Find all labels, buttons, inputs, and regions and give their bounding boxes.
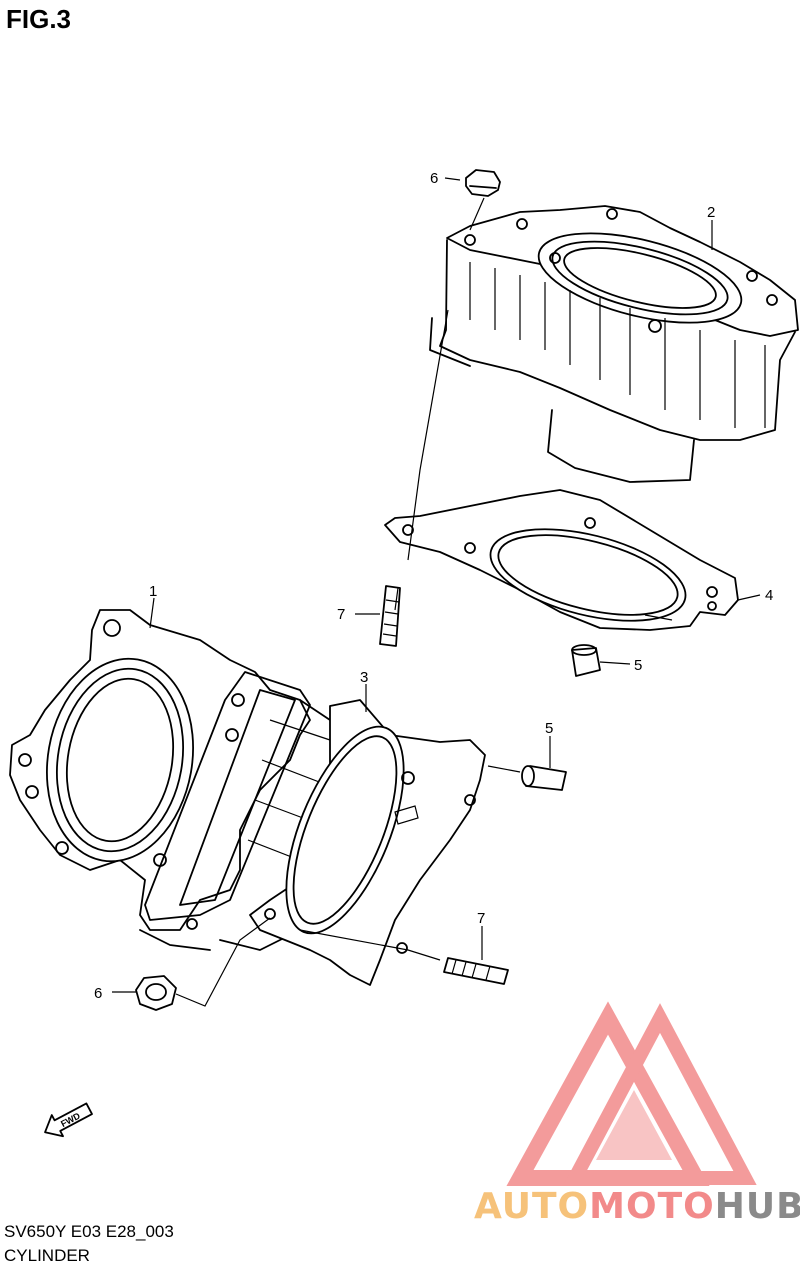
callout-1: 1 — [149, 583, 157, 600]
leader-lines — [112, 177, 761, 1007]
section-name: CYLINDER — [4, 1246, 90, 1265]
callout-4: 4 — [765, 587, 773, 604]
cylinder-gasket-part-3 — [249, 699, 486, 986]
watermark-auto: AUTO — [474, 1186, 590, 1227]
cylinder-front-part-1 — [9, 609, 351, 951]
flange-nut-part-6-lower — [135, 975, 177, 1011]
callout-5-lower: 5 — [545, 720, 553, 737]
dowel-pin-part-5-lower — [521, 765, 567, 791]
stud-bolt-part-7-lower — [443, 957, 509, 985]
watermark-logo-icon — [506, 1001, 757, 1186]
callout-6-upper: 6 — [430, 170, 438, 187]
stud-bolt-part-7-upper — [379, 585, 401, 647]
fwd-arrow-icon: FWD — [44, 1102, 93, 1138]
callout-7-lower: 7 — [477, 910, 485, 927]
figure-title: FIG.3 — [6, 4, 72, 34]
callout-2: 2 — [707, 204, 715, 221]
watermark-text: AUTOMOTOHUB — [474, 1186, 800, 1227]
dowel-pin-part-5-upper — [571, 644, 601, 677]
cylinder-rear-part-2 — [429, 205, 799, 483]
cylinder-gasket-part-4 — [384, 489, 739, 631]
flange-nut-part-6-upper — [465, 169, 501, 197]
watermark-hub: HUB — [714, 1186, 800, 1227]
model-code: SV650Y E03 E28_003 — [4, 1222, 174, 1241]
callout-7-upper: 7 — [337, 606, 345, 623]
callout-6-lower: 6 — [94, 985, 102, 1002]
callout-3: 3 — [360, 669, 368, 686]
watermark-moto: MOTO — [589, 1186, 715, 1227]
callout-5-upper: 5 — [634, 657, 642, 674]
